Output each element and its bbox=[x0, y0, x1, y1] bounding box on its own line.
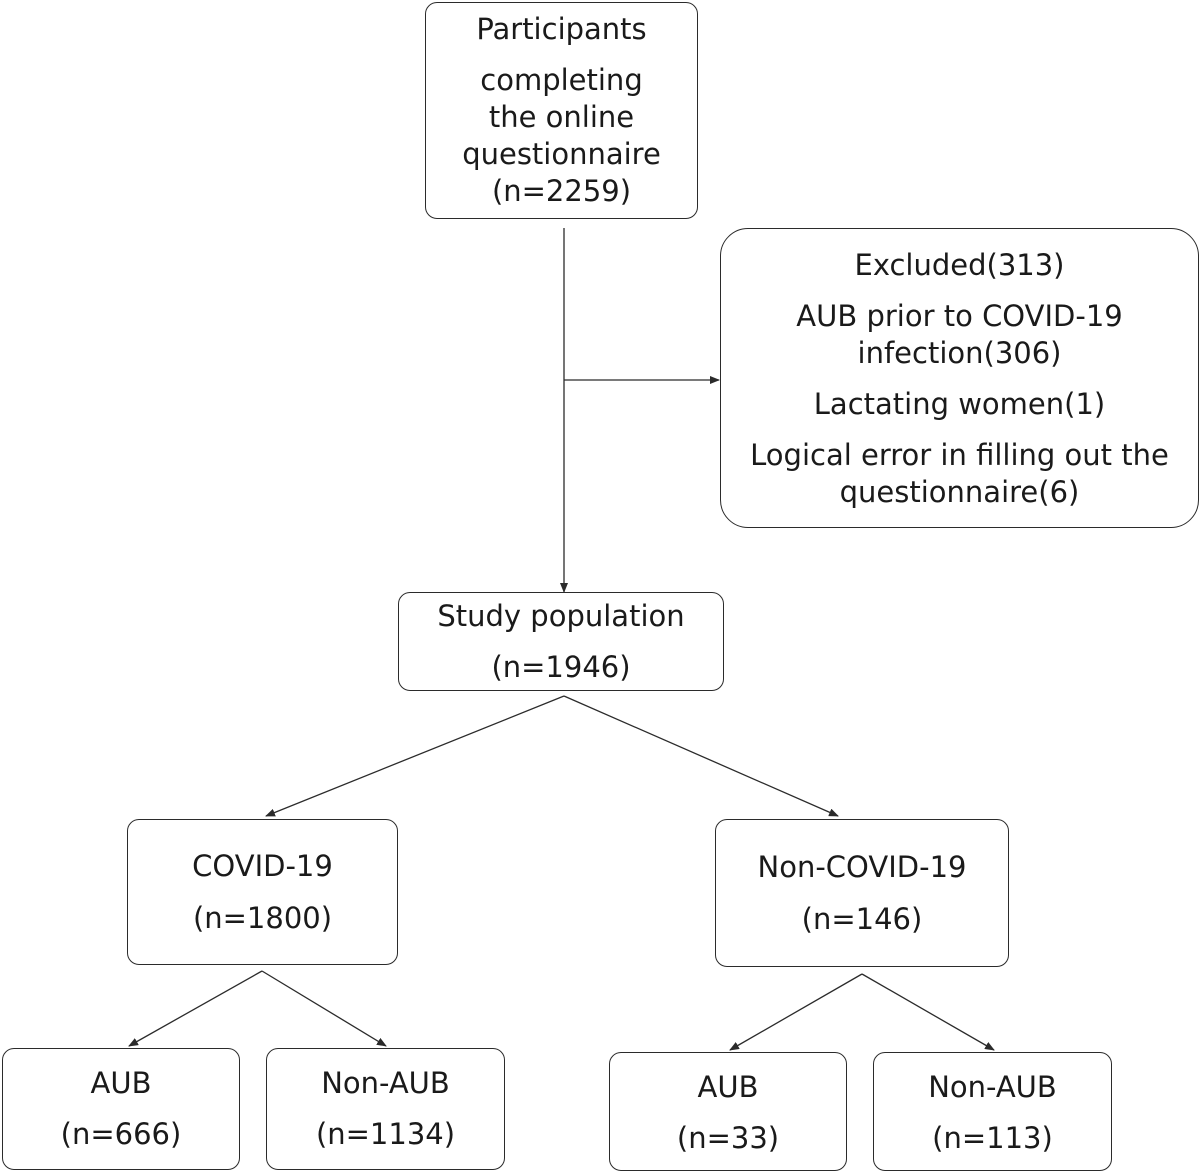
non-covid-box: Non-COVID-19 (n=146) bbox=[715, 819, 1009, 967]
arrow-non-covid-to-aub bbox=[729, 973, 863, 1051]
non-covid-aub-title: AUB bbox=[697, 1070, 759, 1104]
non-covid-aub-count: (n=33) bbox=[676, 1121, 780, 1155]
excluded-reason3-line2: questionnaire(6) bbox=[839, 475, 1080, 509]
excluded-reason3-line1: Logical error in filling out the bbox=[750, 438, 1169, 472]
covid-aub-title: AUB bbox=[90, 1066, 152, 1100]
excluded-title: Excluded(313) bbox=[854, 248, 1065, 282]
covid-non-aub-title: Non-AUB bbox=[321, 1066, 450, 1100]
study-population-title: Study population bbox=[437, 599, 685, 633]
excluded-reason2: Lactating women(1) bbox=[813, 387, 1106, 421]
covid-aub-box: AUB (n=666) bbox=[2, 1048, 240, 1170]
participants-line2: the online bbox=[488, 100, 635, 134]
non-covid-title: Non-COVID-19 bbox=[757, 850, 967, 884]
study-population-count: (n=1946) bbox=[491, 650, 631, 684]
covid-count: (n=1800) bbox=[192, 901, 333, 935]
non-covid-count: (n=146) bbox=[801, 902, 923, 936]
arrow-study-to-covid bbox=[265, 695, 565, 817]
covid-non-aub-box: Non-AUB (n=1134) bbox=[266, 1048, 505, 1170]
arrow-study-to-non-covid bbox=[563, 695, 839, 817]
non-covid-non-aub-title: Non-AUB bbox=[928, 1070, 1057, 1104]
study-population-box: Study population (n=1946) bbox=[398, 592, 724, 691]
participants-title: Participants bbox=[476, 12, 647, 46]
covid-non-aub-count: (n=1134) bbox=[315, 1117, 456, 1151]
covid-box: COVID-19 (n=1800) bbox=[127, 819, 398, 965]
arrow-non-covid-to-non-aub bbox=[861, 973, 995, 1051]
participants-line1: completing bbox=[480, 63, 643, 97]
participants-line3: questionnaire bbox=[462, 137, 661, 171]
excluded-box: Excluded(313) AUB prior to COVID-19 infe… bbox=[720, 228, 1199, 528]
non-covid-aub-box: AUB (n=33) bbox=[609, 1052, 847, 1171]
arrow-covid-to-non-aub bbox=[261, 970, 387, 1047]
excluded-reason1-line2: infection(306) bbox=[857, 336, 1062, 370]
excluded-reason1-line1: AUB prior to COVID-19 bbox=[796, 299, 1123, 333]
arrow-covid-to-aub bbox=[128, 970, 263, 1047]
non-covid-non-aub-count: (n=113) bbox=[932, 1121, 1053, 1155]
non-covid-non-aub-box: Non-AUB (n=113) bbox=[873, 1052, 1112, 1171]
participants-count: (n=2259) bbox=[491, 174, 632, 208]
covid-aub-count: (n=666) bbox=[60, 1117, 182, 1151]
participants-box: Participants completing the online quest… bbox=[425, 2, 698, 219]
covid-title: COVID-19 bbox=[192, 849, 333, 883]
